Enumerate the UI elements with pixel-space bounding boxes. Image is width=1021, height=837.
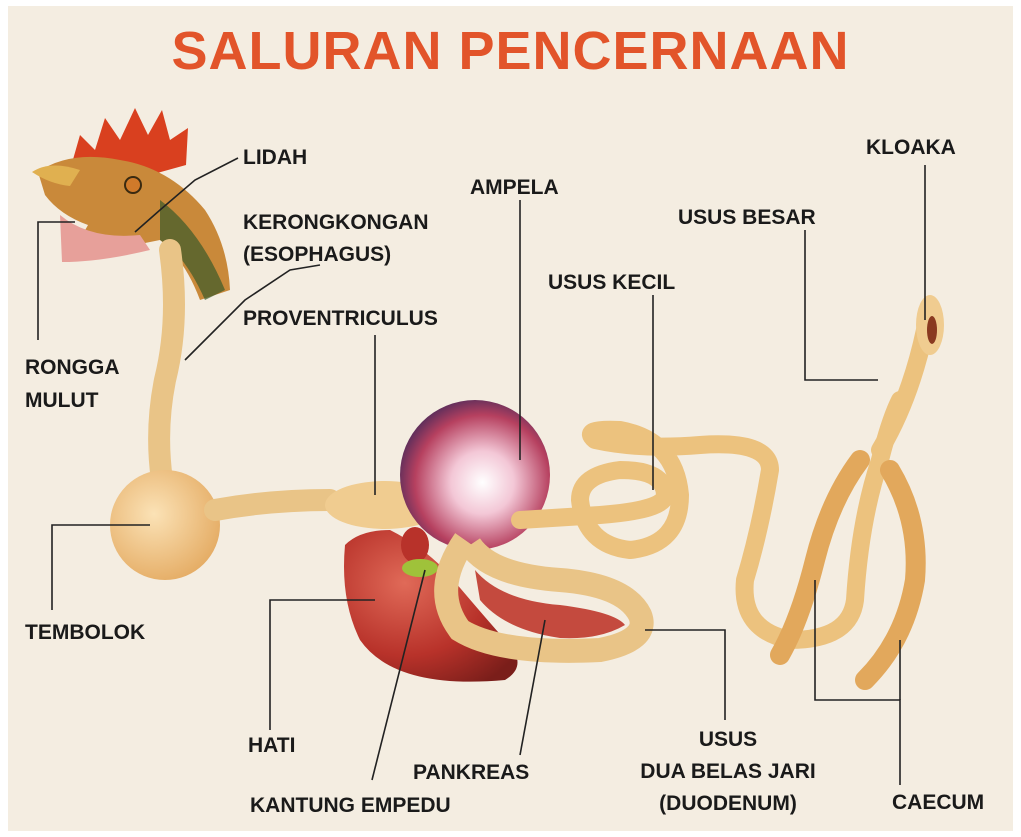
label-pankreas: PANKREAS [413, 760, 529, 785]
label-hati: HATI [248, 733, 295, 758]
esophagus-tube [159, 250, 174, 480]
gallbladder-shape [402, 559, 438, 577]
diagram-title: SALURAN PENCERNAAN [0, 20, 1021, 82]
label-esophagus: (ESOPHAGUS) [243, 242, 391, 267]
label-rongga: RONGGA [25, 355, 120, 380]
label-tembolok: TEMBOLOK [25, 620, 145, 645]
label-ampela: AMPELA [470, 175, 559, 200]
label-usus-besar: USUS BESAR [678, 205, 816, 230]
leader-usus-besar [805, 230, 878, 380]
label-duodenum: (DUODENUM) [610, 791, 846, 816]
label-lidah: LIDAH [243, 145, 307, 170]
leader-duodenum [645, 630, 725, 720]
label-caecum: CAECUM [892, 790, 984, 815]
label-usus-kecil: USUS KECIL [548, 270, 675, 295]
large-intestine [880, 330, 925, 450]
label-dua-belas-jari: DUA BELAS JARI [610, 759, 846, 784]
eye-shape [125, 177, 141, 193]
label-proventriculus: PROVENTRICULUS [243, 306, 438, 331]
label-kerongkongan: KERONGKONGAN [243, 210, 429, 235]
label-mulut: MULUT [25, 388, 98, 413]
chicken-head [32, 108, 230, 300]
label-kloaka: KLOAKA [866, 135, 956, 160]
small-intestine [520, 400, 900, 640]
crop-to-proventriculus-tube [215, 500, 330, 510]
label-usus: USUS [698, 727, 758, 752]
label-kantung-empedu: KANTUNG EMPEDU [250, 793, 451, 818]
